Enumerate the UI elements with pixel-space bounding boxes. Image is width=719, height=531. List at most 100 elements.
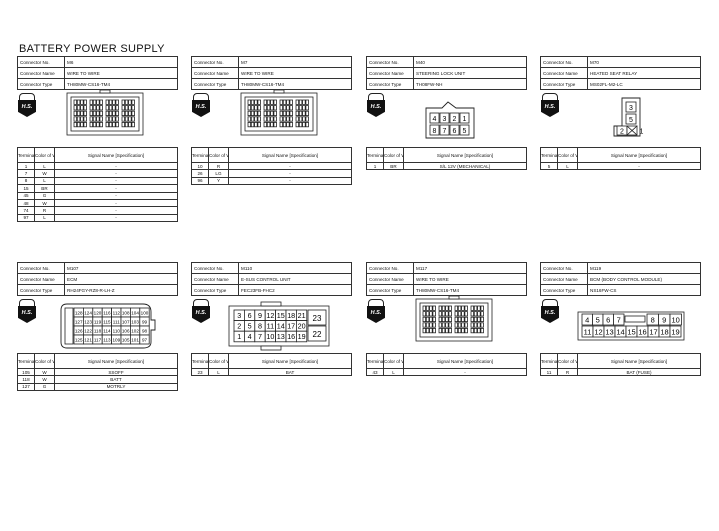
cavity [266, 105, 271, 111]
cavity [429, 124, 440, 136]
connector-latch [448, 295, 460, 300]
cavity [448, 316, 452, 323]
cavity [457, 322, 462, 328]
cavity [247, 110, 251, 117]
cavity [124, 99, 129, 105]
cavity [305, 110, 309, 117]
pin-number: 14 [277, 322, 285, 331]
pin-number: 98 [142, 329, 148, 334]
cavity [286, 116, 290, 122]
signal-name-header: Signal Name [Specification] [403, 353, 527, 369]
connector-number-value: M117 [413, 262, 527, 274]
terminal-number: 118 [17, 375, 35, 384]
cavity [429, 311, 433, 317]
terminal-number: 8 [17, 176, 35, 186]
signal-name-header: Signal Name [Specification] [54, 147, 178, 163]
cavity [257, 122, 261, 128]
harness-side-icon: H.S. [541, 299, 561, 323]
cavity [80, 116, 84, 122]
cavity [112, 105, 116, 111]
terminal-no-header: Terminal No. [540, 147, 558, 163]
hs-badge: H.S. [541, 100, 559, 117]
cavity [289, 122, 293, 128]
cavity [461, 305, 465, 311]
cavity [441, 316, 446, 323]
cavity [80, 110, 84, 117]
cavity [480, 311, 484, 317]
signal-name: - [54, 213, 178, 223]
cavity [266, 99, 271, 105]
cavity [429, 328, 433, 334]
cavity-mark [626, 125, 638, 136]
cavity [73, 105, 77, 111]
cavity [124, 122, 129, 128]
cavity [257, 105, 261, 111]
hs-label: H.S. [544, 310, 556, 316]
cavity [247, 122, 251, 128]
cavity [257, 99, 261, 105]
connector-type-label: Connector Type [17, 284, 65, 296]
cavity [454, 305, 458, 311]
pin-number: 2 [237, 322, 241, 331]
cavity [282, 99, 287, 105]
cavity [286, 110, 290, 117]
pin-number: 3 [237, 311, 241, 320]
terminal-number: 15 [17, 184, 35, 193]
pin-number: 122 [84, 329, 92, 334]
cavity [254, 99, 258, 105]
pin-number: 5 [629, 117, 633, 124]
cavity [298, 110, 303, 117]
cavity [459, 112, 470, 124]
pin-number: 111 [113, 320, 120, 325]
connector-name-value: E-SUS CONTROL UNIT [238, 273, 352, 285]
cavity [250, 105, 255, 111]
signal-name: - [577, 161, 701, 171]
cavity [289, 105, 293, 111]
pin-number: 14 [616, 328, 624, 337]
signal-name: - [54, 191, 178, 200]
cavity [298, 99, 303, 105]
wire-color-header: Color of Wire [208, 147, 229, 163]
cavity [429, 112, 440, 124]
pin-number: 6 [248, 311, 252, 320]
signal-name: - [54, 169, 178, 178]
terminal-number: 10 [191, 161, 209, 171]
wire-color: L [34, 213, 55, 223]
wire-color-header: Color of Wire [34, 147, 55, 163]
connector-type-label: Connector Type [540, 284, 588, 296]
pin-number: 106 [122, 329, 130, 334]
cavity [461, 316, 465, 323]
pin-number: 114 [103, 329, 111, 334]
cavity [438, 316, 442, 323]
connector-name-label: Connector Name [17, 67, 65, 79]
cavity [449, 124, 460, 136]
connector-number-value: M7 [238, 56, 352, 68]
pin-number: 4 [248, 332, 252, 341]
cavity [289, 99, 293, 105]
pin-number: 115 [103, 320, 111, 325]
cavity [83, 105, 87, 111]
cavity [108, 122, 113, 128]
cavity [425, 322, 430, 328]
signal-name: - [403, 367, 527, 377]
pin-number: 101 [131, 338, 139, 343]
cavity [457, 316, 462, 323]
terminal-no-header: Terminal No. [17, 353, 35, 369]
terminal-number: 105 [17, 367, 35, 377]
cavity [99, 105, 103, 111]
pin-number: 9 [662, 316, 666, 325]
cavity [115, 122, 119, 128]
pin-number: 113 [103, 338, 111, 343]
terminal-no-header: Terminal No. [366, 147, 384, 163]
cavity [124, 116, 129, 122]
page-title: BATTERY POWER SUPPLY [19, 43, 165, 55]
